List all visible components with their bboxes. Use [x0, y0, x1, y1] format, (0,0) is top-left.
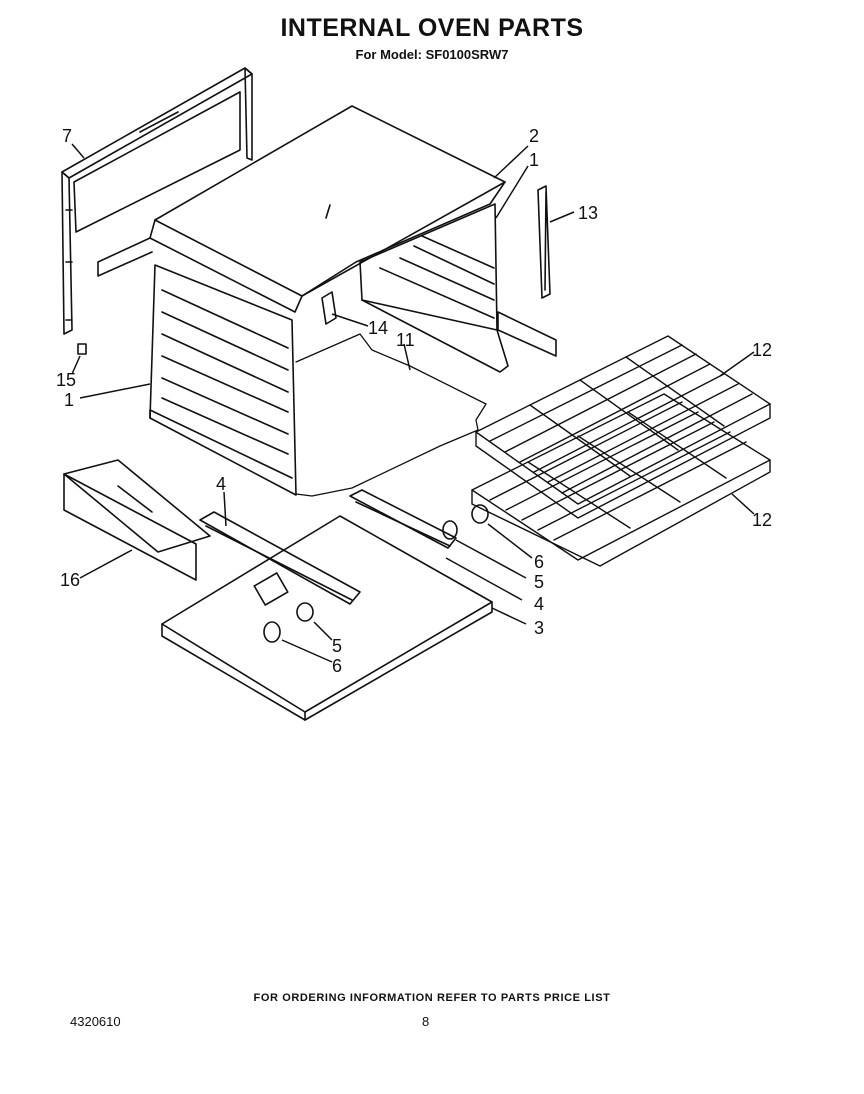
right-side-panel-part	[359, 203, 557, 373]
oven-top-part	[97, 105, 506, 313]
ordering-note: FOR ORDERING INFORMATION REFER TO PARTS …	[253, 992, 611, 1004]
right-rail-part	[349, 489, 457, 549]
callout-14: 14	[368, 318, 388, 338]
callout-1-left: 1	[64, 390, 74, 410]
callout-13: 13	[578, 203, 598, 223]
callout-5-right: 5	[534, 572, 544, 592]
base-pan-part	[161, 515, 493, 721]
model-subtitle: For Model: SF0100SRW7	[355, 47, 509, 62]
callout-4-left: 4	[216, 474, 226, 494]
front-trim-part	[63, 459, 211, 581]
callout-7: 7	[62, 126, 72, 146]
callout-11: 11	[396, 330, 415, 350]
side-strip-part	[537, 185, 551, 299]
left-rail-part	[199, 511, 361, 605]
callout-5-lower: 5	[332, 636, 342, 656]
callout-4-right: 4	[534, 594, 544, 614]
knob-part-lower	[263, 602, 314, 643]
lower-rack-part	[471, 393, 771, 567]
callout-3: 3	[534, 618, 544, 638]
clip-part	[321, 291, 337, 325]
page-number: 8	[422, 1014, 430, 1029]
knob-part-upper	[442, 504, 489, 540]
callout-2: 2	[529, 126, 539, 146]
callout-12-upper: 12	[752, 340, 772, 360]
back-panel-part	[61, 67, 253, 335]
oven-bottom-part	[295, 333, 487, 497]
nut-part	[77, 343, 87, 355]
callout-16: 16	[60, 570, 80, 590]
callout-15: 15	[56, 370, 76, 390]
callout-6-lower: 6	[332, 656, 342, 676]
callout-6-right: 6	[534, 552, 544, 572]
left-side-panel-part	[149, 264, 297, 496]
callout-1-right: 1	[529, 150, 539, 170]
upper-rack-part	[475, 335, 771, 519]
page-title: INTERNAL OVEN PARTS	[280, 14, 584, 42]
callout-12-lower: 12	[752, 510, 772, 530]
document-number: 4320610	[70, 1014, 121, 1029]
